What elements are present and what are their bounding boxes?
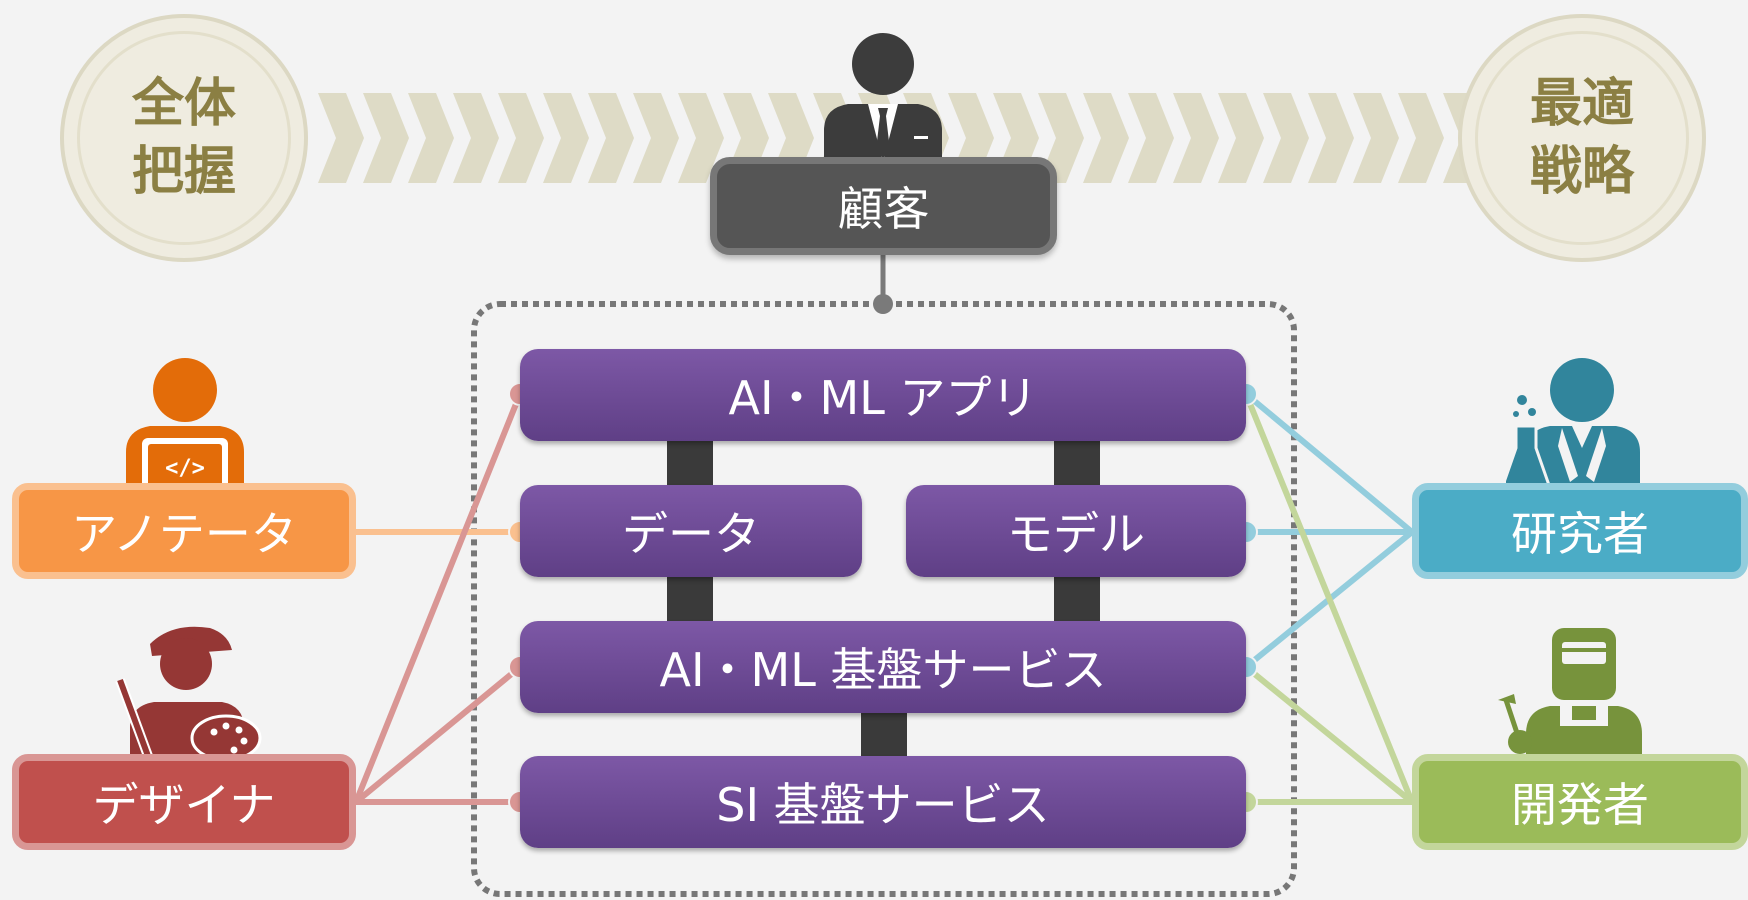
layer-model: モデル	[906, 485, 1246, 577]
chevron-arrow	[1128, 93, 1174, 183]
role-researcher-label: 研究者	[1511, 507, 1649, 561]
chevron-arrow	[678, 93, 724, 183]
layer-data-label: データ	[622, 507, 760, 561]
chevron-arrow	[1083, 93, 1129, 183]
chevron-arrow	[1353, 93, 1399, 183]
connector-bar	[1054, 575, 1100, 623]
medallion-overall-grasp: 全体把握	[60, 14, 308, 262]
chevron-arrow	[1218, 93, 1264, 183]
chevron-arrow	[543, 93, 589, 183]
scientist-person-icon	[1506, 358, 1640, 492]
medallion-optimal-strategy: 最適戦略	[1458, 14, 1706, 262]
svg-text:</>: </>	[165, 456, 205, 481]
customer-box: 顧客	[710, 157, 1057, 255]
connector-bar	[1054, 440, 1100, 486]
chevron-arrow	[408, 93, 454, 183]
chevron-arrow	[1173, 93, 1219, 183]
layer-si-platform: SI 基盤サービス	[520, 756, 1246, 848]
role-developer-box: 開発者	[1412, 754, 1748, 850]
layer-ai-ml-platform: AI・ML 基盤サービス	[520, 621, 1246, 713]
role-annotator-box: アノテータ	[12, 483, 356, 579]
chevron-arrow	[453, 93, 499, 183]
service-group-boundary	[471, 301, 1297, 897]
layer-si-platform-label: SI 基盤サービス	[716, 778, 1050, 832]
chevron-arrow	[1263, 93, 1309, 183]
medallion-right-label: 最適戦略	[1529, 74, 1634, 202]
medallion-left-label: 全体把握	[131, 74, 236, 202]
layer-model-label: モデル	[1007, 507, 1145, 561]
painter-person-icon	[115, 626, 262, 760]
chevron-arrow	[498, 93, 544, 183]
customer-label: 顧客	[837, 182, 930, 236]
layer-data: データ	[520, 485, 862, 577]
chevron-arrow	[633, 93, 679, 183]
role-developer-label: 開発者	[1511, 778, 1649, 832]
layer-ai-ml-app-label: AI・ML アプリ	[728, 371, 1038, 425]
layer-ai-ml-platform-label: AI・ML 基盤サービス	[659, 643, 1107, 697]
welder-person-icon	[1498, 628, 1642, 764]
chevron-arrow	[318, 93, 364, 183]
chevron-arrow	[1308, 93, 1354, 183]
chevron-arrow	[588, 93, 634, 183]
connector-bar	[667, 440, 713, 486]
role-annotator-label: アノテータ	[71, 507, 297, 561]
chevron-arrow	[1398, 93, 1444, 183]
businessman-icon	[824, 33, 942, 162]
laptop-coder-person-icon: </>	[126, 358, 244, 494]
chevron-arrow	[363, 93, 409, 183]
connector-bar	[667, 575, 713, 623]
role-researcher-box: 研究者	[1412, 483, 1748, 579]
layer-ai-ml-app: AI・ML アプリ	[520, 349, 1246, 441]
role-designer-label: デザイナ	[92, 778, 276, 832]
connector-bar	[861, 712, 907, 758]
role-designer-box: デザイナ	[12, 754, 356, 850]
